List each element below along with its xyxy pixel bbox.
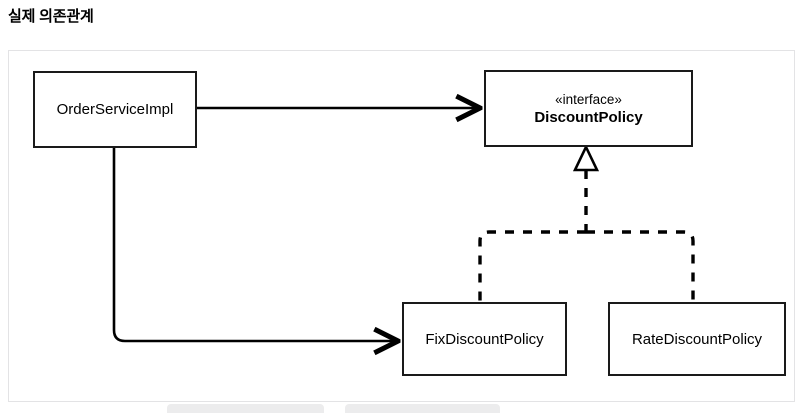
uml-box-discount-policy[interactable]: «interface» DiscountPolicy [484, 70, 693, 147]
connector-order-to-fix-discount [112, 148, 397, 341]
uml-box-label: FixDiscountPolicy [425, 330, 544, 348]
uml-box-stereotype: «interface» [555, 91, 622, 107]
connector-realization-branch-rate [586, 230, 695, 301]
uml-box-rate-discount-policy[interactable]: RateDiscountPolicy [608, 302, 786, 376]
connector-realization-branch-fix [478, 230, 586, 301]
uml-box-label: DiscountPolicy [534, 108, 643, 126]
uml-box-fix-discount-policy[interactable]: FixDiscountPolicy [402, 302, 567, 376]
partial-card-right [345, 404, 500, 413]
page-title: 실제 의존관계 [8, 8, 94, 25]
uml-box-label: OrderServiceImpl [56, 101, 174, 118]
uml-box-label: RateDiscountPolicy [631, 330, 763, 348]
uml-box-order-service-impl[interactable]: OrderServiceImpl [33, 71, 197, 148]
hollow-triangle-icon [572, 143, 600, 172]
partial-card-left [167, 404, 324, 413]
